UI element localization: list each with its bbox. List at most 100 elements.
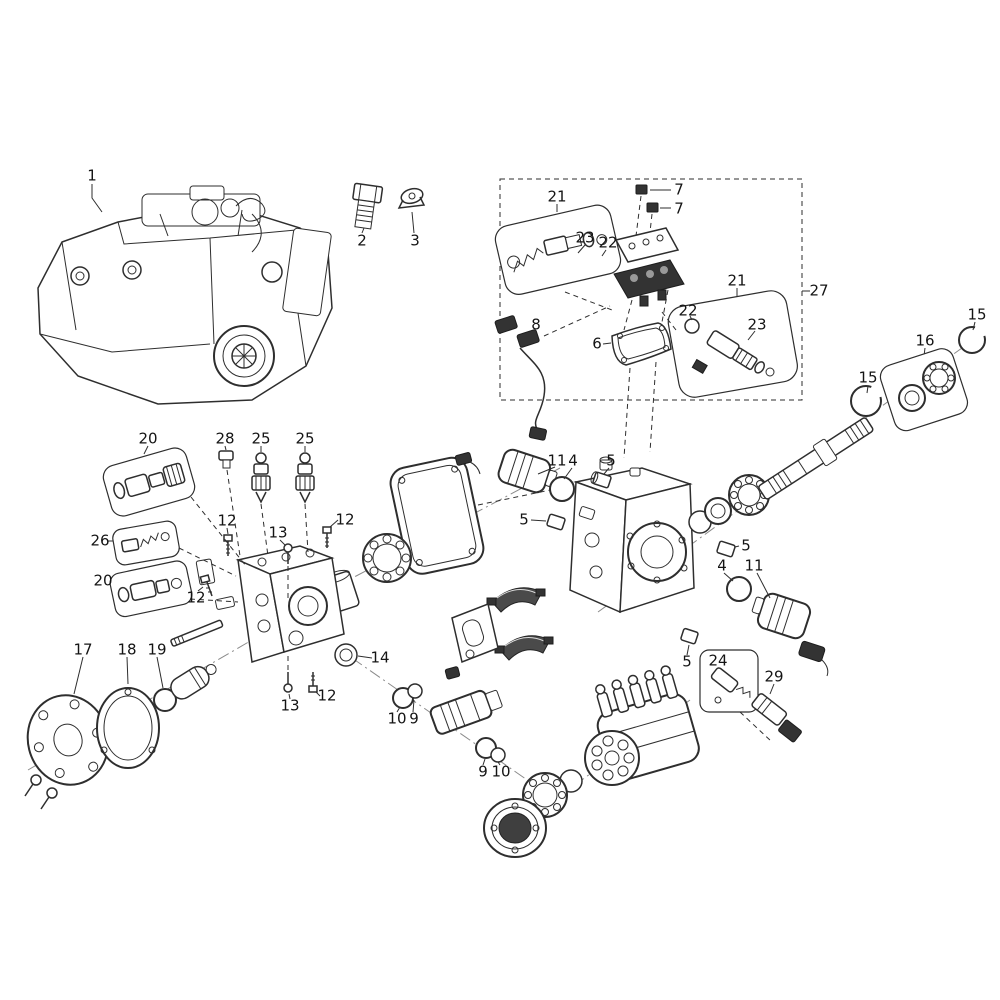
plug-5a-art <box>590 467 612 489</box>
callout-9: 9 <box>409 709 419 728</box>
cartridge-near-19-art <box>170 663 217 700</box>
orings-9-10-lower <box>475 737 506 766</box>
bolt-12b-art <box>322 519 339 548</box>
callout-23: 23 <box>575 228 595 247</box>
callout-1: 1 <box>87 166 97 185</box>
bolt-12a-art <box>223 527 233 556</box>
cover-to-housing-dash <box>477 487 561 506</box>
plug-5d-art <box>680 627 699 656</box>
bolt-2-art <box>352 182 384 234</box>
callout-11: 11 <box>744 556 764 575</box>
callout-2: 2 <box>357 231 367 250</box>
inset-box-20b <box>109 560 239 618</box>
callout-20: 20 <box>138 429 158 448</box>
callout-19: 19 <box>147 640 167 659</box>
breather-valve-3-art <box>397 187 426 234</box>
callout-5: 5 <box>682 652 692 671</box>
callout-10: 10 <box>491 762 511 781</box>
inset-box-16 <box>879 347 969 432</box>
callout-4: 4 <box>568 451 578 470</box>
inset-box-20a <box>102 445 247 567</box>
callout-18: 18 <box>117 640 137 659</box>
callout-5: 5 <box>606 451 616 470</box>
flange-17-art <box>24 656 110 810</box>
callout-12: 12 <box>217 511 237 530</box>
swash-cradle-art <box>486 587 554 661</box>
seal-4a-art <box>549 467 575 502</box>
callout-13: 13 <box>280 696 300 715</box>
stud-bolt-art <box>170 619 224 647</box>
solenoid-11b-art <box>751 572 812 640</box>
callout-12: 12 <box>335 510 355 529</box>
callout-10: 10 <box>387 709 407 728</box>
callout-17: 17 <box>73 640 93 659</box>
orings-9-10-upper <box>392 683 423 713</box>
inset-box-21b <box>661 288 798 398</box>
shaft-bearings-art <box>688 321 986 534</box>
inset-box-24 <box>699 649 773 743</box>
small-sensor-connector-art <box>454 452 481 475</box>
callout-20: 20 <box>93 571 113 590</box>
bolt-12d-art <box>308 672 321 697</box>
inset-box-26 <box>108 520 237 577</box>
manifold-block-art <box>613 259 685 331</box>
callout-15: 15 <box>858 368 878 387</box>
callout-21: 21 <box>547 187 567 206</box>
ring-19-art <box>153 656 177 712</box>
callout-26: 26 <box>90 531 110 550</box>
plug-5b-art <box>530 513 566 531</box>
retainer-plate-art <box>584 730 640 786</box>
screw-13b-art <box>283 652 293 700</box>
cylinder-barrel-art <box>483 798 547 858</box>
callout-5: 5 <box>741 536 751 555</box>
wire-harness-8-art <box>494 305 611 441</box>
manifold-plate-art <box>614 227 680 263</box>
callout-3: 3 <box>410 231 420 250</box>
callout-15: 15 <box>967 305 987 324</box>
callout-13: 13 <box>268 523 288 542</box>
ball-bearing-art <box>522 772 568 818</box>
screw-13a-art <box>279 539 293 600</box>
callout-28: 28 <box>215 429 235 448</box>
center-bearing-art <box>362 533 412 583</box>
callout-11: 11 <box>547 451 567 470</box>
callout-24: 24 <box>708 651 728 670</box>
sensor-29-art <box>751 683 802 743</box>
callout-5: 5 <box>519 510 529 529</box>
callout-27: 27 <box>809 281 829 300</box>
callout-25: 25 <box>251 429 271 448</box>
callout-29: 29 <box>764 667 784 686</box>
yoke-plate-art <box>451 602 499 664</box>
pump-housing-art <box>569 456 695 614</box>
callout-22: 22 <box>678 301 698 320</box>
plug-14-art <box>334 643 373 667</box>
inset-box-21a <box>494 204 622 311</box>
bolt-12c-art <box>197 574 213 597</box>
plug-5c-art <box>716 540 740 558</box>
callout-7: 7 <box>674 199 684 218</box>
cover-gasket-art <box>389 456 485 575</box>
gasket-6-art <box>602 322 672 459</box>
callout-16: 16 <box>915 331 935 350</box>
seal-4b-art <box>723 572 752 602</box>
servo-piston-art <box>429 666 503 735</box>
callout-9: 9 <box>478 762 488 781</box>
callout-21: 21 <box>727 271 747 290</box>
callout-7: 7 <box>674 180 684 199</box>
cartridge-25a-art <box>251 446 271 557</box>
group-box-27 <box>499 178 810 401</box>
callout-6: 6 <box>592 334 602 353</box>
callout-8: 8 <box>531 315 541 334</box>
callout-4: 4 <box>717 556 727 575</box>
control-valve-block-art <box>195 545 345 663</box>
callout-14: 14 <box>370 648 390 667</box>
plug-28-art <box>218 445 241 557</box>
callout-25: 25 <box>295 429 315 448</box>
callout-22: 22 <box>598 233 618 252</box>
cartridge-25b-art <box>295 446 315 553</box>
solenoid-11a-art <box>497 448 558 494</box>
callout-23: 23 <box>747 315 767 334</box>
callout-12: 12 <box>186 588 206 607</box>
